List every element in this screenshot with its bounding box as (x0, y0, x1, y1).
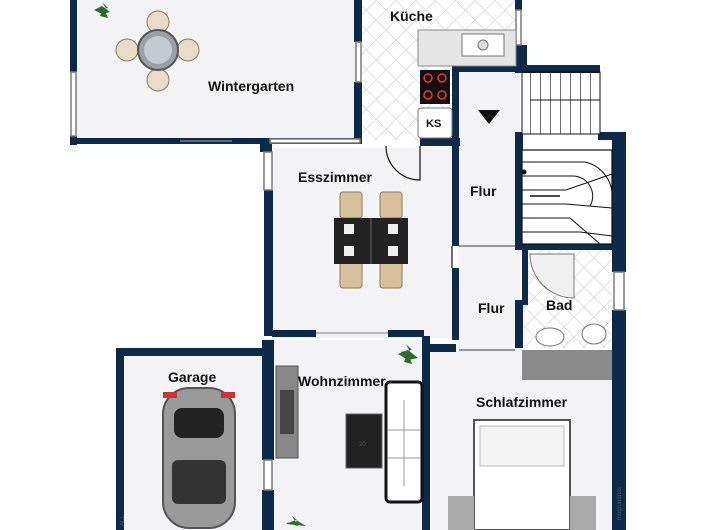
dining-set (334, 191, 408, 289)
bedroom-bed (448, 419, 596, 530)
bathroom (529, 253, 607, 347)
fridge-label: KS (426, 118, 441, 130)
stairs-upper (478, 71, 601, 135)
fridge (417, 107, 453, 139)
label-wintergarten: Wintergarten (208, 78, 294, 94)
chairs (115, 10, 200, 92)
floor-wintergarten (75, 0, 357, 140)
shower (529, 253, 575, 299)
coffee-table (345, 413, 383, 469)
dining-chairs (339, 191, 403, 289)
kitchen: KS (417, 29, 517, 139)
toilet (581, 323, 607, 345)
stove-burners (423, 73, 447, 100)
label-bad: Bad (546, 297, 572, 313)
label-schlafzimmer: Schlafzimmer (476, 394, 568, 410)
living-room-furniture: 20 (275, 365, 424, 504)
label-flur-bottom: Flur (478, 300, 505, 316)
stair-direction-icon (478, 110, 500, 124)
bathroom-sink (535, 327, 565, 347)
walls (70, 0, 626, 530)
label-garage: Garage (168, 369, 216, 385)
label-esszimmer: Esszimmer (298, 169, 372, 185)
watermark-left: ALL (120, 515, 126, 526)
plant-icon (94, 2, 418, 526)
label-flur-top: Flur (470, 183, 497, 199)
stairs-lower (521, 149, 613, 245)
watermark-right: mogrundriss (617, 487, 623, 520)
car-icon (162, 387, 236, 529)
label-kueche: Küche (390, 8, 433, 24)
coffee-table-note: 20 (359, 442, 366, 448)
doors (316, 145, 453, 334)
label-wohnzimmer: Wohnzimmer (298, 373, 386, 389)
room-labels: Wintergarten Küche Esszimmer Flur Flur B… (168, 8, 572, 410)
sink-drain (477, 39, 489, 51)
wintergarten-dining-set (115, 10, 200, 92)
windows (70, 9, 625, 491)
